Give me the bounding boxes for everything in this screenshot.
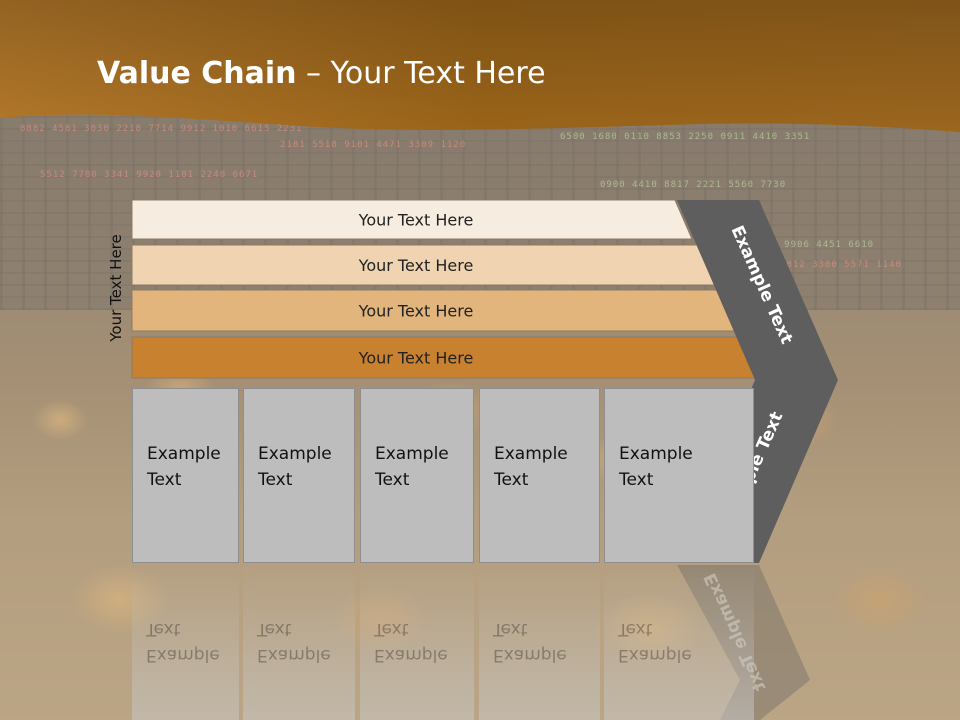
box-line-2: Text bbox=[258, 470, 293, 490]
bar-2-label: Your Text Here bbox=[358, 256, 474, 275]
box-reflection-line-2: Text bbox=[146, 619, 181, 639]
box-reflection-line-2: Text bbox=[257, 619, 292, 639]
example-box-reflection-1: Example Text bbox=[132, 565, 239, 720]
header-banner bbox=[0, 0, 960, 132]
box-line-2: Text bbox=[147, 470, 182, 490]
box-line-1: Example bbox=[494, 444, 568, 464]
box-line-1: Example bbox=[619, 444, 693, 464]
example-box-reflection-4: Example Text bbox=[479, 565, 600, 720]
bar-4-label: Your Text Here bbox=[358, 349, 474, 368]
title-rest: – Your Text Here bbox=[296, 56, 546, 91]
box-line-2: Text bbox=[494, 470, 529, 490]
box-line-2: Text bbox=[375, 470, 410, 490]
box-line-2: Text bbox=[619, 470, 654, 490]
box-reflection-line-1: Example bbox=[618, 645, 692, 665]
bar-3-label: Your Text Here bbox=[358, 302, 474, 321]
box-reflection-line-1: Example bbox=[493, 645, 567, 665]
box-line-1: Example bbox=[258, 444, 332, 464]
example-box-reflection-5: Example Text bbox=[604, 565, 754, 720]
box-reflection-line-2: Text bbox=[374, 619, 409, 639]
box-reflection-line-2: Text bbox=[493, 619, 528, 639]
bar-1-label: Your Text Here bbox=[358, 211, 474, 230]
box-reflection-line-2: Text bbox=[618, 619, 653, 639]
box-reflection-line-1: Example bbox=[374, 645, 448, 665]
box-line-1: Example bbox=[147, 444, 221, 464]
box-line-1: Example bbox=[375, 444, 449, 464]
title-bold: Value Chain bbox=[97, 56, 297, 91]
box-reflection-line-1: Example bbox=[146, 645, 220, 665]
box-reflection-line-1: Example bbox=[257, 645, 331, 665]
bar-1 bbox=[131, 199, 693, 240]
example-box-reflection-2: Example Text bbox=[243, 565, 355, 720]
example-box-reflection-3: Example Text bbox=[360, 565, 474, 720]
page-title: Value Chain – Your Text Here bbox=[97, 56, 546, 91]
